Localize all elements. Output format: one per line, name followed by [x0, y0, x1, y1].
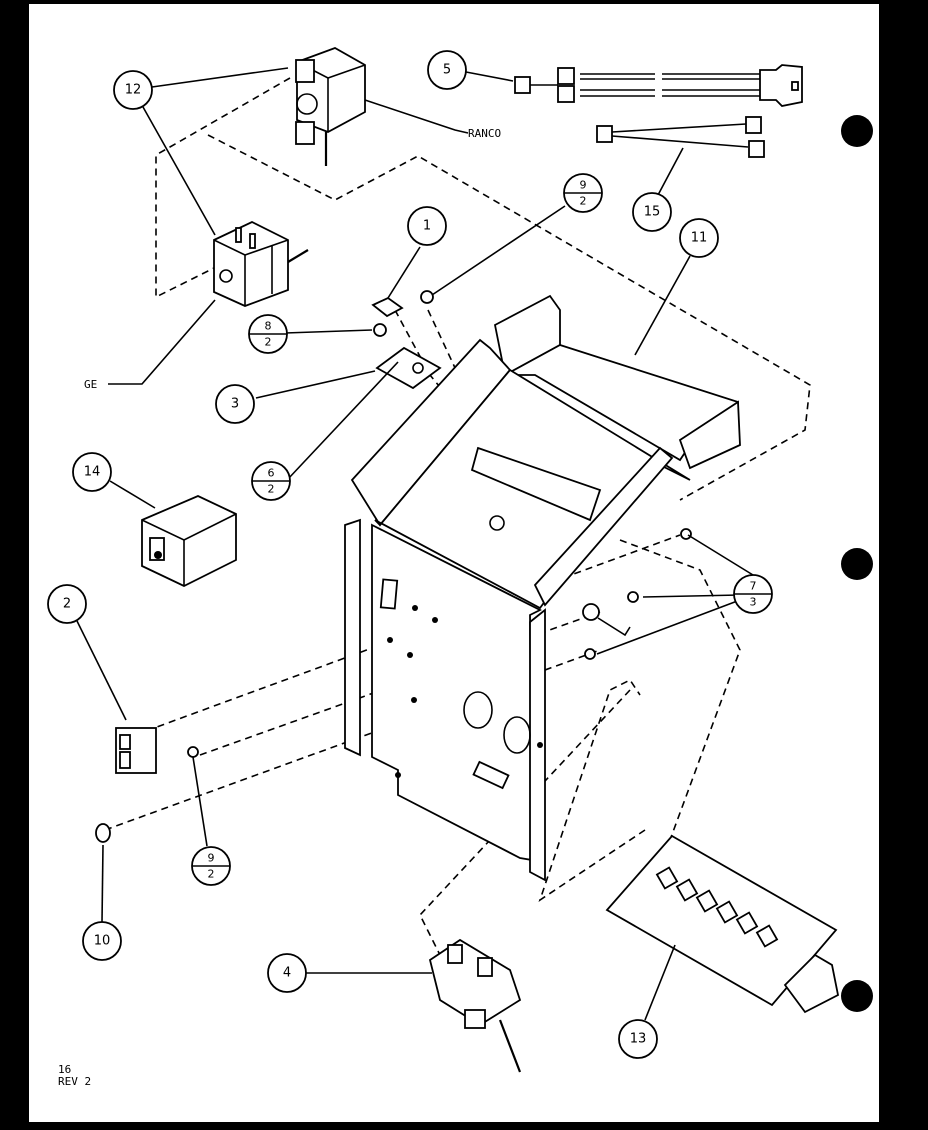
- registration-dot: [841, 115, 873, 147]
- svg-text:13: 13: [630, 1032, 647, 1047]
- svg-text:2: 2: [265, 336, 272, 349]
- svg-text:5: 5: [443, 63, 451, 78]
- svg-text:9: 9: [580, 179, 587, 192]
- svg-text:11: 11: [691, 231, 708, 246]
- callout-10: 10: [82, 921, 122, 961]
- rocker-switch-2: [115, 727, 157, 774]
- svg-text:2: 2: [268, 483, 275, 496]
- svg-text:2: 2: [63, 597, 71, 612]
- callout-7-3: 7 3: [733, 574, 773, 614]
- svg-text:8: 8: [265, 320, 272, 333]
- revision-label: REV 2: [58, 1075, 91, 1088]
- timer-14: [141, 495, 237, 588]
- svg-text:4: 4: [283, 966, 291, 981]
- svg-text:1: 1: [423, 219, 431, 234]
- callout-2: 2: [47, 584, 87, 624]
- callout-4: 4: [267, 953, 307, 993]
- callout-12: 12: [113, 70, 153, 110]
- ge-label: GE: [84, 378, 97, 391]
- ranco-relay: [295, 47, 366, 166]
- callout-11: 11: [679, 218, 719, 258]
- wire-harness: [514, 64, 803, 107]
- leader-lines: [76, 67, 754, 1021]
- circuit-board-13: [605, 834, 840, 1014]
- callout-9-2-bottom: 9 2: [191, 846, 231, 886]
- callout-6-2: 6 2: [251, 461, 291, 501]
- svg-text:14: 14: [84, 465, 101, 480]
- svg-text:10: 10: [94, 934, 111, 949]
- svg-text:15: 15: [644, 205, 661, 220]
- switch-4: [428, 938, 522, 1073]
- ge-relay: [213, 220, 309, 307]
- callout-15: 15: [632, 192, 672, 232]
- screw-parts: [187, 290, 692, 758]
- jumper-wire: [596, 116, 765, 158]
- svg-text:7: 7: [750, 580, 757, 593]
- indicator-light-10: [95, 823, 111, 843]
- callout-14: 14: [72, 452, 112, 492]
- callout-1: 1: [407, 206, 447, 246]
- control-panel-frame: [344, 294, 741, 882]
- callout-8-2: 8 2: [248, 314, 288, 354]
- terminal-block-3: [375, 346, 442, 390]
- callout-3: 3: [215, 384, 255, 424]
- ranco-label: RANCO: [468, 127, 501, 140]
- svg-text:9: 9: [208, 852, 215, 865]
- svg-text:2: 2: [208, 868, 215, 881]
- svg-text:3: 3: [750, 596, 757, 609]
- bracket-part-1: [371, 296, 404, 318]
- callout-13: 13: [618, 1019, 658, 1059]
- callout-5: 5: [427, 50, 467, 90]
- svg-text:3: 3: [231, 397, 239, 412]
- page-number: 16: [58, 1063, 71, 1076]
- registration-dot: [841, 548, 873, 580]
- registration-dot: [841, 980, 873, 1012]
- svg-text:2: 2: [580, 195, 587, 208]
- svg-text:6: 6: [268, 467, 275, 480]
- callout-9-2-top: 9 2: [563, 173, 603, 213]
- svg-text:12: 12: [125, 83, 142, 98]
